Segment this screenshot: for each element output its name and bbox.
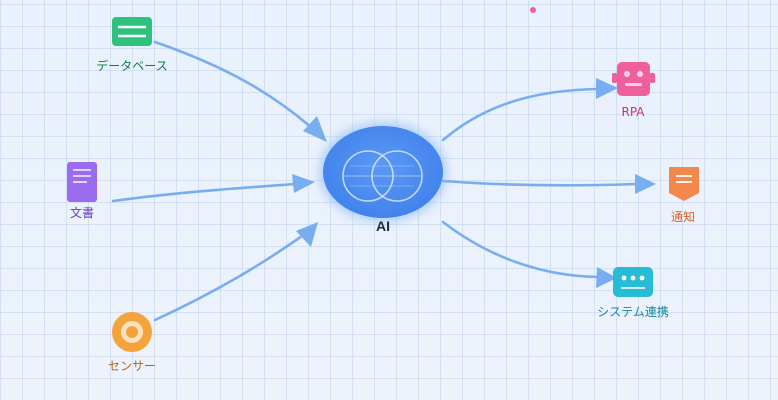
arrow-ai-to-notification — [441, 174, 656, 194]
system-integration-label: システム連携 — [597, 305, 669, 319]
ai-logo-icon — [342, 150, 423, 202]
database-label: データベース — [96, 59, 168, 73]
rpa-label: RPA — [621, 105, 645, 119]
database-icon[interactable] — [112, 17, 152, 46]
system-integration-icon[interactable] — [613, 267, 653, 297]
ai-hub-node[interactable] — [319, 122, 447, 222]
notification-icon[interactable] — [669, 167, 699, 201]
arrow-ai-to-system-integration — [441, 220, 617, 288]
arrow-document-to-ai — [111, 174, 315, 203]
accent-dot — [530, 7, 536, 13]
document-label: 文書 — [69, 206, 95, 220]
arrow-ai-to-rpa — [441, 78, 618, 142]
robot-icon[interactable] — [612, 62, 655, 96]
arrow-database-to-ai — [153, 40, 327, 142]
sensor-label: センサー — [107, 359, 157, 373]
sensor-icon[interactable] — [112, 312, 152, 352]
arrow-sensor-to-ai — [153, 222, 318, 322]
ai-hub-label: AI — [376, 218, 390, 234]
notification-label: 通知 — [670, 210, 696, 224]
document-icon[interactable] — [67, 162, 97, 202]
